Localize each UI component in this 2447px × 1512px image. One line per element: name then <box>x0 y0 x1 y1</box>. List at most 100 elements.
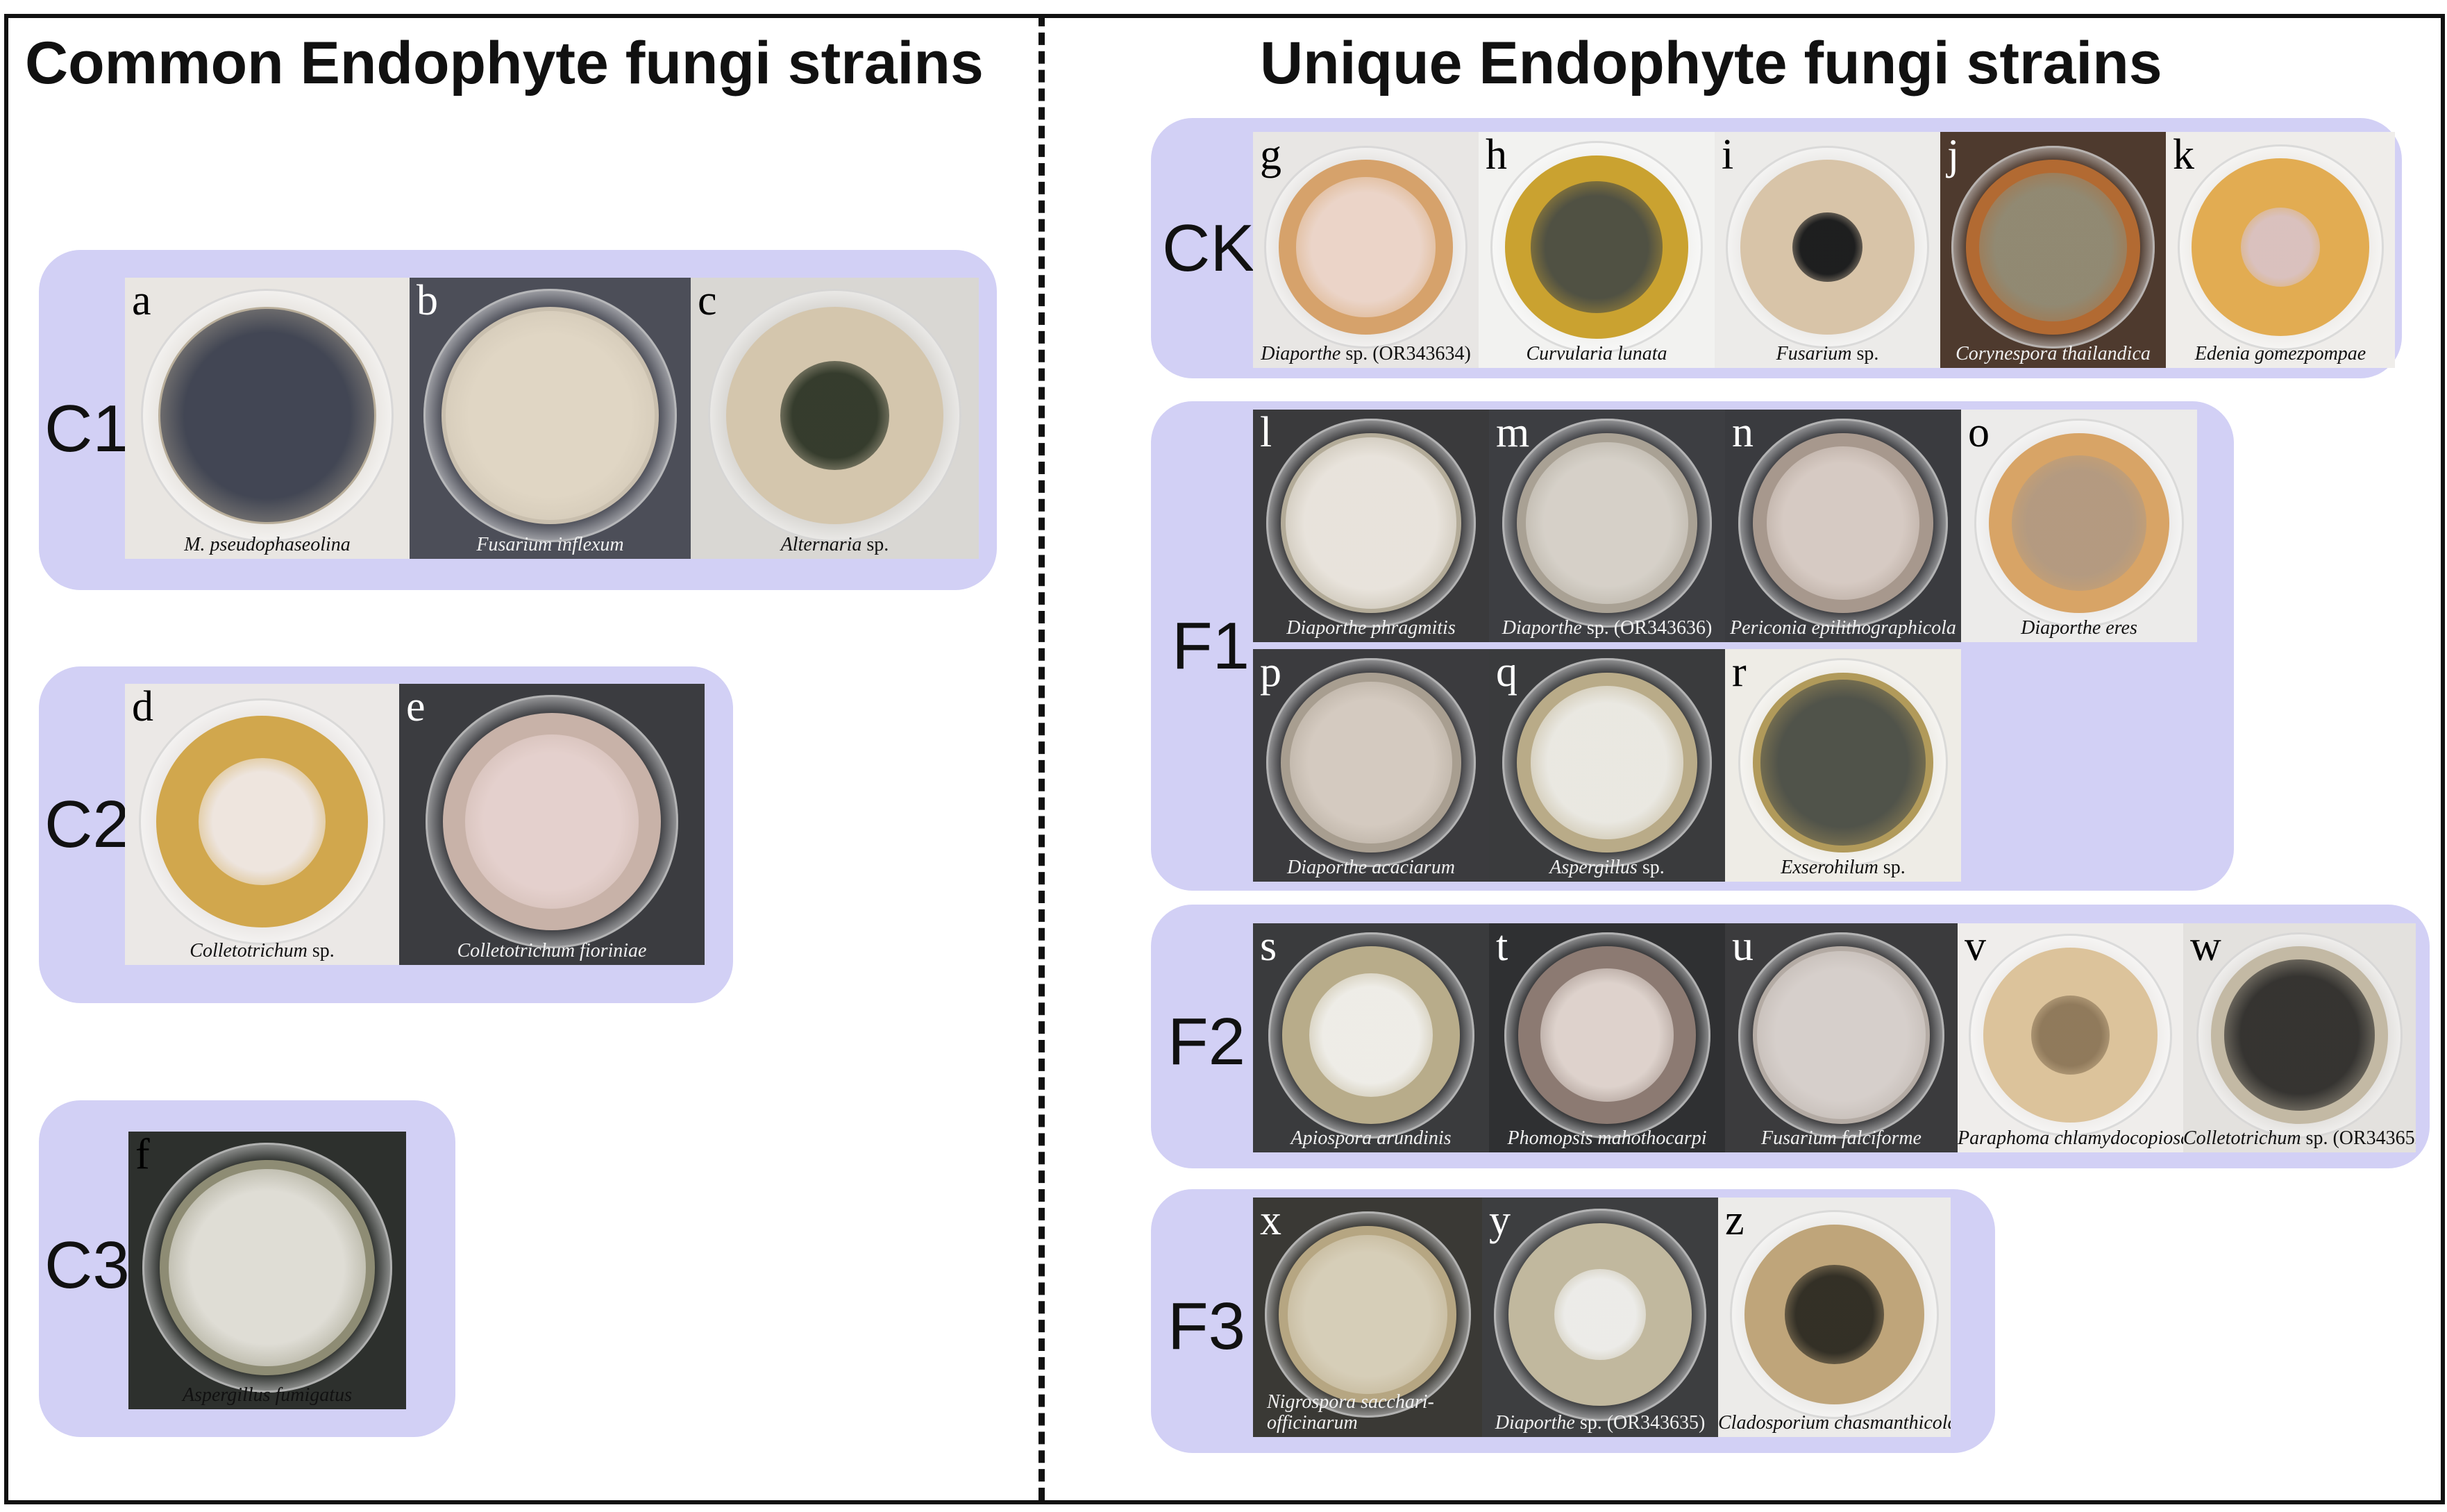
group-label: C1 <box>44 392 130 466</box>
strain-name: Cladosporium chasmanthicola <box>1718 1411 1951 1434</box>
fungal-colony <box>446 311 655 520</box>
strain-suffix: sp. <box>1637 856 1665 878</box>
panel-letter: g <box>1260 132 1281 178</box>
panel-letter: s <box>1260 923 1277 970</box>
fungal-colony <box>2240 207 2321 287</box>
fungal-colony <box>1285 437 1457 609</box>
fungal-colony <box>1760 680 1926 846</box>
strain-genus-species: Nigrospora sacchari-officinarum <box>1267 1391 1434 1434</box>
strain-suffix: sp. (OR343636) <box>1581 616 1713 639</box>
strain-name: Nigrospora sacchari-officinarum <box>1253 1392 1482 1433</box>
strain-suffix: sp. (OR343634) <box>1340 342 1471 364</box>
panel-letter: o <box>1968 410 1990 456</box>
strain-genus-species: Diaporthe <box>1495 1411 1575 1434</box>
strain-name: Colletotrichum sp. <box>125 939 399 961</box>
strain-name: Phomopsis mahothocarpi <box>1489 1127 1725 1148</box>
section-divider <box>1038 14 1045 1500</box>
strain-suffix: sp. <box>1878 856 1906 878</box>
strain-name: Colletotrichum sp. (OR343652) <box>2183 1127 2416 1149</box>
group-label: C3 <box>44 1228 130 1302</box>
strain-name: Periconia epilithographicola <box>1725 616 1961 639</box>
group-label: F3 <box>1168 1289 1246 1363</box>
strain-name: Curvularia lunata <box>1479 342 1715 364</box>
strain-suffix: sp. (OR343652) <box>2305 1127 2416 1149</box>
fungal-colony <box>1540 968 1674 1102</box>
panel-letter: i <box>1722 132 1734 178</box>
strain-genus-species: Curvularia lunata <box>1526 342 1667 364</box>
group-label: C2 <box>44 787 130 862</box>
strain-suffix: sp. <box>1851 342 1879 364</box>
strain-name: Diaporthe phragmitis <box>1253 616 1489 639</box>
panel-letter: y <box>1489 1198 1511 1244</box>
strain-name: Edenia gomezpompae <box>2166 343 2395 364</box>
strain-genus-species: Fusarium inflexum <box>476 533 624 555</box>
fungal-colony <box>1530 686 1684 839</box>
fungal-colony <box>1295 177 1436 317</box>
strain-name: Aspergillus fumigatus <box>128 1384 406 1405</box>
strain-suffix: sp. (OR343635) <box>1574 1411 1706 1434</box>
fungal-colony <box>160 308 374 523</box>
strain-name: M. pseudophaseolina <box>125 533 410 555</box>
strain-suffix: sp. <box>861 533 889 555</box>
fungal-colony <box>2223 959 2375 1111</box>
strain-name: Fusarium sp. <box>1715 342 1940 364</box>
fungal-colony <box>464 734 639 909</box>
strain-genus-species: M. pseudophaseolina <box>184 533 351 555</box>
strain-genus-species: Periconia epilithographicola <box>1730 616 1956 639</box>
panel-letter: k <box>2173 132 2194 178</box>
panel-letter: q <box>1496 649 1517 696</box>
strain-name: Paraphoma chlamydocopiosa <box>1958 1127 2183 1148</box>
panel-letter: n <box>1732 410 1754 456</box>
strain-genus-species: Diaporthe phragmitis <box>1286 616 1456 639</box>
strain-name: Exserohilum sp. <box>1725 857 1961 877</box>
strain-genus-species: Diaporthe acaciarum <box>1287 856 1455 878</box>
panel-letter: r <box>1732 649 1747 696</box>
fungal-colony <box>2030 996 2110 1075</box>
strain-name: Diaporthe acaciarum <box>1253 857 1489 877</box>
strain-genus-species: Fusarium <box>1776 342 1852 364</box>
fungal-colony <box>1757 950 1926 1120</box>
panel-letter: c <box>698 278 717 324</box>
strain-name: Diaporthe sp. (OR343636) <box>1489 616 1725 639</box>
panel-letter: m <box>1496 410 1530 456</box>
strain-suffix: sp. <box>307 939 335 961</box>
fungal-colony <box>1785 1265 1884 1364</box>
panel-letter: p <box>1260 649 1281 696</box>
fungal-colony <box>780 361 889 470</box>
fungal-colony <box>1290 681 1452 844</box>
fungal-colony <box>1288 1234 1447 1395</box>
fungal-colony <box>1792 212 1862 283</box>
strain-genus-species: Colletotrichum fioriniae <box>457 939 647 961</box>
panel-letter: u <box>1732 923 1754 970</box>
group-label: F2 <box>1168 1005 1246 1079</box>
strain-genus-species: Diaporthe <box>1502 616 1582 639</box>
fungal-colony <box>1526 442 1688 605</box>
fungal-colony <box>1531 181 1663 313</box>
panel-letter: w <box>2190 923 2221 970</box>
strain-genus-species: Diaporthe eres <box>2021 616 2137 639</box>
heading-unique: Unique Endophyte fungi strains <box>1260 30 2162 96</box>
group-label: F1 <box>1172 609 1250 683</box>
strain-genus-species: Apiospora arundinis <box>1290 1127 1452 1149</box>
strain-genus-species: Cladosporium chasmanthicola <box>1718 1411 1951 1434</box>
panel-letter: j <box>1947 132 1960 178</box>
strain-name: Diaporthe sp. (OR343635) <box>1482 1411 1718 1434</box>
strain-name: Colletotrichum fioriniae <box>399 939 705 961</box>
